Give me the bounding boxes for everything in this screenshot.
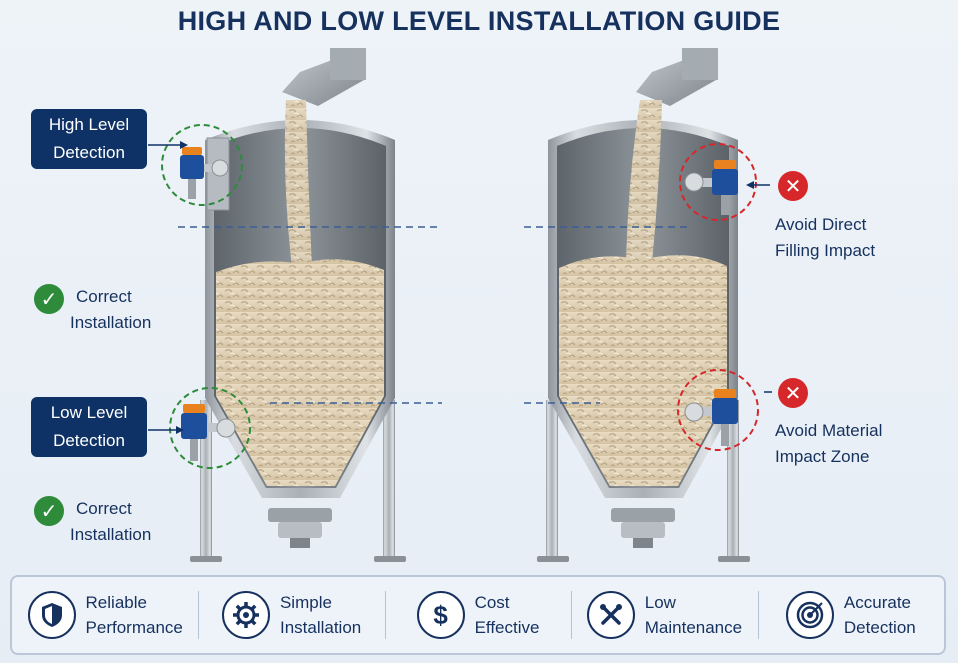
feature-line: Reliable xyxy=(85,593,147,612)
check-icon: ✓ xyxy=(34,284,64,314)
tag-line: Low Level xyxy=(50,403,128,422)
label-line: Impact Zone xyxy=(775,447,870,466)
feature-line: Simple xyxy=(279,593,332,612)
silo-leg xyxy=(200,400,212,560)
label-line: Correct xyxy=(76,287,132,306)
falling-grain xyxy=(626,100,662,262)
low-level-sensor xyxy=(169,387,251,469)
correct-installation-label: Correct Installation xyxy=(70,284,151,336)
feature-simple-installation: Simple Installation xyxy=(198,577,384,653)
wrench-icon xyxy=(586,591,635,639)
label-line: Installation xyxy=(70,525,152,544)
silo-leg xyxy=(727,400,739,560)
left-silo xyxy=(148,48,442,562)
high-level-detection-tag: High Level Detection xyxy=(31,109,147,169)
wrong-low-sensor xyxy=(677,369,759,451)
high-level-sensor xyxy=(161,124,243,206)
wrong-high-sensor xyxy=(679,143,757,221)
installation-diagram xyxy=(148,48,772,562)
feature-cost-effective: $ Cost Effective xyxy=(384,577,571,653)
silo-leg xyxy=(546,400,558,560)
page-title: HIGH AND LOW LEVEL INSTALLATION GUIDE xyxy=(177,6,781,36)
label-line: Avoid Direct xyxy=(775,215,867,234)
check-icon: ✓ xyxy=(34,496,64,526)
feature-line: Cost xyxy=(474,593,510,612)
tag-line: Detection xyxy=(53,143,125,162)
x-icon: ✕ xyxy=(778,378,808,408)
x-icon: ✕ xyxy=(778,171,808,201)
silo-leg xyxy=(383,400,395,560)
label-line: Avoid Material xyxy=(775,421,883,440)
label-line: Filling Impact xyxy=(775,241,876,260)
feature-line: Detection xyxy=(843,618,916,637)
feature-line: Installation xyxy=(279,618,362,637)
features-bar: Reliable Performance Simple Installation… xyxy=(10,575,946,655)
label-line: Installation xyxy=(70,313,152,332)
feature-line: Performance xyxy=(85,618,183,637)
low-level-detection-tag: Low Level Detection xyxy=(31,397,147,457)
dollar-icon: $ xyxy=(416,591,465,639)
shield-icon xyxy=(27,591,76,639)
grain-fill xyxy=(216,259,384,486)
grain-fill xyxy=(559,255,727,486)
feature-reliable-performance: Reliable Performance xyxy=(12,577,198,653)
feature-line: Maintenance xyxy=(644,618,743,637)
feature-line: Accurate xyxy=(843,593,911,612)
right-silo xyxy=(524,48,772,562)
tag-line: Detection xyxy=(53,431,125,450)
target-icon xyxy=(785,591,834,639)
feature-low-maintenance: Low Maintenance xyxy=(571,577,757,653)
feature-line: Low xyxy=(644,593,676,612)
correct-installation-label: Correct Installation xyxy=(70,496,151,548)
feature-accurate-detection: Accurate Detection xyxy=(757,577,944,653)
avoid-material-impact-label: Avoid Material Impact Zone xyxy=(775,418,882,470)
label-line: Correct xyxy=(76,499,132,518)
gear-icon xyxy=(221,591,270,639)
avoid-direct-filling-label: Avoid Direct Filling Impact xyxy=(775,212,875,264)
feature-line: Effective xyxy=(474,618,540,637)
tag-line: High Level xyxy=(48,115,130,134)
falling-grain xyxy=(284,100,312,268)
